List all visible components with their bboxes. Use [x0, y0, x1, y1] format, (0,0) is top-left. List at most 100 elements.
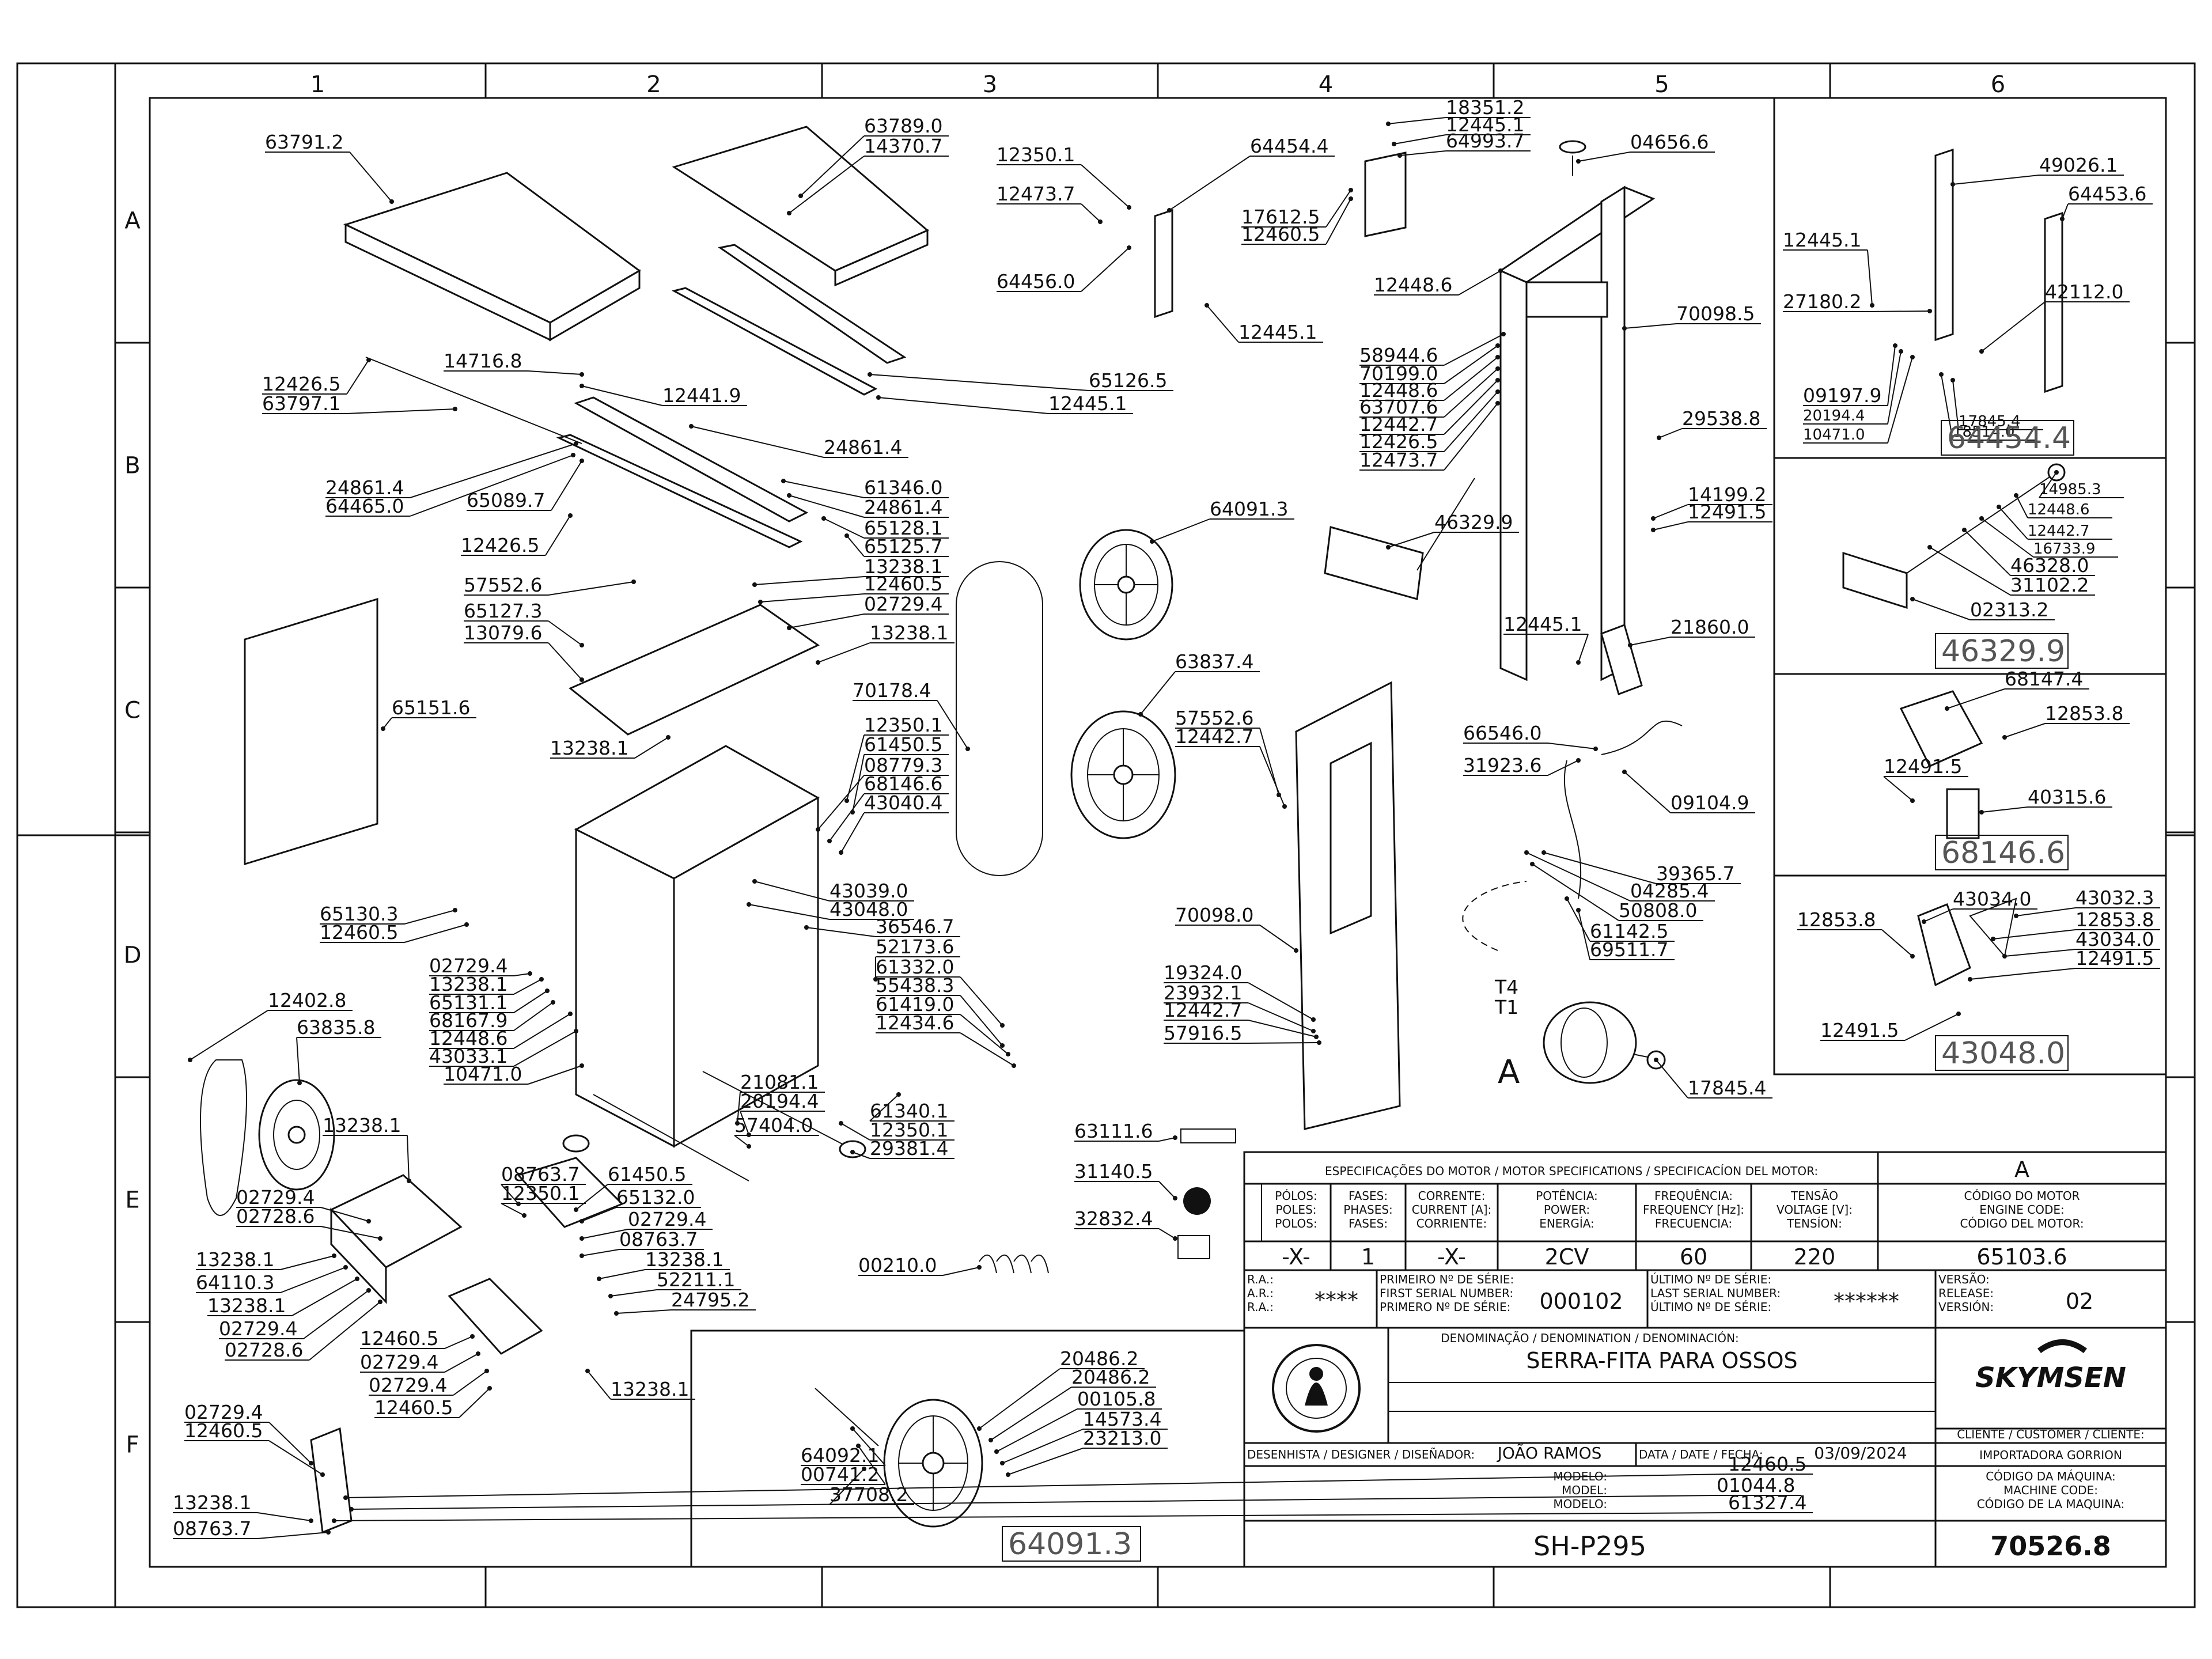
part-callout: 43032.3	[2075, 887, 2154, 909]
part-callout: 31923.6	[1463, 754, 1541, 777]
part-callout: 64465.0	[325, 495, 404, 517]
part-callout: 12460.5	[1241, 223, 1320, 245]
detail-view-label: 64091.3	[1008, 1527, 1132, 1562]
part-callout: 12426.5	[1359, 430, 1438, 453]
part-callout: 46328.0	[2010, 554, 2089, 577]
part-callout: 12448.6	[2028, 501, 2090, 518]
part-callout: 02729.4	[219, 1317, 297, 1340]
part-callout: 02729.4	[369, 1374, 447, 1396]
part-callout: 20194.4	[1803, 407, 1865, 425]
motor-wire-t1: T1	[1494, 996, 1518, 1018]
part-callout: 13238.1	[645, 1248, 724, 1271]
part-callout: 08763.7	[173, 1517, 251, 1540]
motor-spec-header-line: PÓLOS:	[1275, 1189, 1317, 1203]
motor-spec-header-line: PHASES:	[1343, 1203, 1393, 1217]
last-serial: ******	[1834, 1289, 1899, 1314]
part-callout: 61450.5	[608, 1163, 686, 1185]
part-callout: 16733.9	[2033, 540, 2096, 558]
version-value: 02	[2066, 1289, 2093, 1314]
part-callout: 63707.6	[1359, 396, 1438, 418]
part-callout: 13238.1	[173, 1491, 251, 1514]
drawing-frame	[149, 97, 2167, 1568]
detail-view-label: 43048.0	[1941, 1036, 2065, 1071]
part-callout: 12448.6	[1374, 274, 1452, 296]
designer-label: DESENHISTA / DESIGNER / DISEÑADOR:	[1247, 1448, 1475, 1461]
part-callout: 61450.5	[864, 733, 942, 756]
motor-wire-t4: T4	[1494, 976, 1518, 998]
part-callout: 17845.4	[1688, 1077, 1766, 1099]
model-label-line: MODEL:	[1562, 1483, 1607, 1497]
part-callout: 13238.1	[323, 1114, 401, 1137]
part-callout: 17612.5	[1241, 206, 1320, 228]
part-callout: 12402.8	[268, 989, 346, 1012]
part-callout: 63797.1	[262, 392, 340, 415]
part-callout: 14370.7	[864, 135, 942, 157]
part-callout: 50808.0	[1619, 899, 1697, 922]
column-label: 6	[1991, 71, 2005, 98]
detail-box-43048-0	[1773, 874, 2167, 1075]
part-callout: 21081.1	[740, 1071, 819, 1093]
motor-spec-value: -X-	[1282, 1244, 1310, 1270]
part-callout: 12491.5	[1688, 501, 1766, 523]
model-value: SH-P295	[1533, 1531, 1646, 1562]
part-callout: 61327.4	[1728, 1491, 1806, 1514]
part-callout: 61340.1	[870, 1100, 948, 1122]
part-callout: 00210.0	[858, 1254, 937, 1277]
part-callout: 02729.4	[429, 955, 507, 977]
part-callout: 63789.0	[864, 115, 942, 137]
row-label: C	[124, 698, 141, 724]
part-callout: 12426.5	[461, 534, 539, 556]
part-callout: 23932.1	[1164, 982, 1242, 1004]
part-callout: 12460.5	[360, 1327, 438, 1350]
model-label-line: MODELO:	[1553, 1497, 1607, 1511]
row-label: B	[124, 453, 140, 479]
part-callout: 12442.7	[1164, 999, 1242, 1021]
part-callout: 12441.9	[662, 384, 741, 407]
part-callout: 10471.0	[444, 1063, 522, 1085]
motor-spec-header-line: CÓDIGO DO MOTOR	[1964, 1189, 2080, 1203]
motor-spec-value: 1	[1361, 1244, 1375, 1270]
part-callout: 14573.4	[1083, 1408, 1161, 1430]
part-callout: 13238.1	[207, 1294, 286, 1317]
part-callout: 02729.4	[236, 1186, 315, 1209]
motor-spec-header-line: POLOS:	[1275, 1217, 1317, 1230]
part-callout: 68147.4	[2005, 668, 2083, 690]
part-callout: 12460.5	[184, 1419, 263, 1442]
part-callout: 04285.4	[1630, 880, 1709, 902]
part-callout: 02728.6	[236, 1205, 315, 1228]
part-callout: 13238.1	[196, 1248, 274, 1271]
first-serial-label-line: FIRST SERIAL NUMBER:	[1380, 1286, 1513, 1300]
motor-spec-header-line: ENGINE CODE:	[1979, 1203, 2064, 1217]
part-callout: 61419.0	[876, 993, 954, 1016]
title-block: ESPECIFICAÇÕES DO MOTOR / MOTOR SPECIFIC…	[1243, 1151, 2167, 1568]
motor-spec-header-line: FASES:	[1349, 1189, 1388, 1203]
part-callout: 12442.7	[2028, 522, 2090, 540]
part-callout: 64993.7	[1446, 130, 1524, 152]
machine-code-value: 70526.8	[1990, 1531, 2111, 1562]
brand-logo: SKYMSEN	[1975, 1339, 2126, 1394]
part-callout: 55438.3	[876, 974, 954, 997]
part-callout: 49026.1	[2039, 154, 2118, 176]
part-callout: 02728.6	[225, 1339, 303, 1361]
part-callout: 12473.7	[997, 183, 1075, 205]
last-serial-label-line: LAST SERIAL NUMBER:	[1650, 1286, 1781, 1300]
part-callout: 57552.6	[1175, 707, 1253, 729]
motor-spec-value: 65103.6	[1976, 1244, 2067, 1270]
motor-spec-header-line: VOLTAGE [V]:	[1777, 1203, 1853, 1217]
part-callout: 65128.1	[864, 517, 942, 539]
part-callout: 12491.5	[1820, 1019, 1899, 1041]
detail-view-label: 64454.4	[1947, 421, 2071, 456]
first-serial: 000102	[1539, 1289, 1623, 1314]
part-callout: 13238.1	[864, 555, 942, 578]
motor-spec-header-line: POTÊNCIA:	[1536, 1189, 1598, 1203]
part-callout: 12426.5	[262, 373, 340, 395]
part-callout: 63835.8	[297, 1016, 375, 1039]
part-callout: 63837.4	[1175, 650, 1253, 673]
client-label: CLIENTE / CUSTOMER / CLIENTE:	[1957, 1427, 2145, 1441]
motor-spec-header-line: CÓDIGO DEL MOTOR:	[1960, 1217, 2084, 1230]
part-callout: 12448.6	[1359, 379, 1438, 402]
client-value: IMPORTADORA GORRION	[1979, 1448, 2122, 1462]
